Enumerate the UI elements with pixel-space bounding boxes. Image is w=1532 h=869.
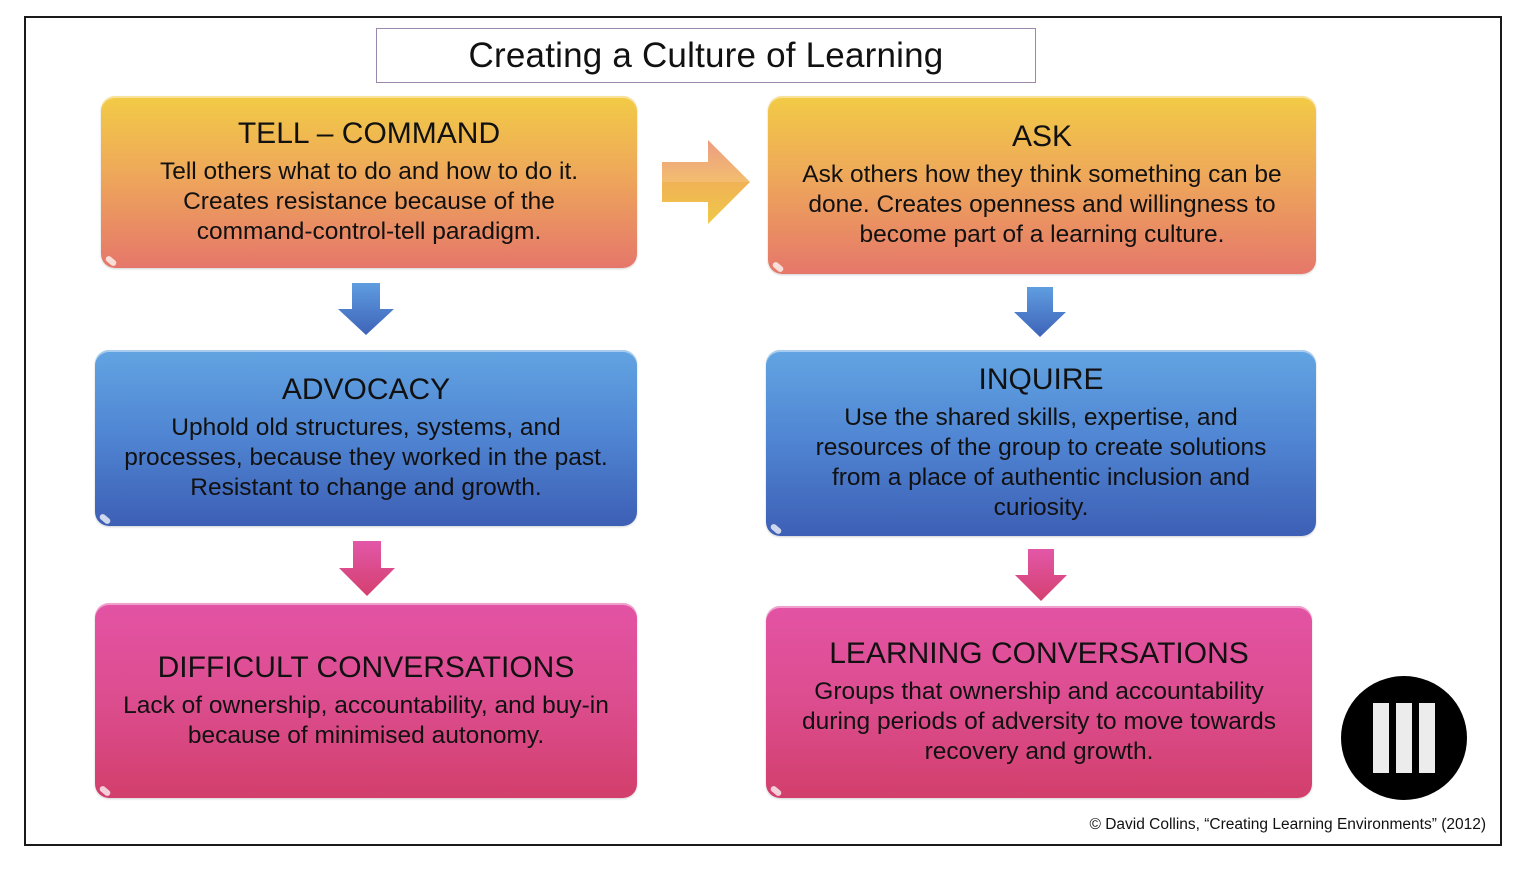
card-advocacy: ADVOCACY Uphold old structures, systems,… [95,350,637,526]
arrow-down-icon [1014,287,1066,337]
card-body: Ask others how they think something can … [802,161,1282,248]
card-learning-conversations: LEARNING CONVERSATIONS Groups that owner… [766,606,1312,798]
copyright-notice: © David Collins, “Creating Learning Envi… [1089,816,1486,833]
card-body: Lack of ownership, accountability, and b… [123,691,609,749]
card-tell-command: TELL – COMMAND Tell others what to do an… [101,96,637,268]
arrow-right-icon [662,140,750,224]
three-bars-logo [1341,676,1467,800]
card-heading: DIFFICULT CONVERSATIONS [157,650,575,684]
arrow-down-icon [338,283,394,335]
card-body: Tell others what to do and how to do it.… [159,158,579,245]
card-heading: TELL – COMMAND [237,117,501,150]
logo-bar [1373,703,1389,773]
card-body: Uphold old structures, systems, and proc… [124,414,608,501]
card-heading: INQUIRE [978,363,1104,396]
card-heading: ASK [1011,120,1073,153]
arrow-down-icon [339,541,395,596]
arrow-down-icon [1015,549,1067,601]
logo-bar [1396,703,1412,773]
card-inquire: INQUIRE Use the shared skills, expertise… [766,350,1316,536]
page-title: Creating a Culture of Learning [376,28,1036,83]
card-body: Use the shared skills, expertise, and re… [815,404,1267,521]
logo-bar [1419,703,1435,773]
card-difficult-conversations: DIFFICULT CONVERSATIONS Lack of ownershi… [95,603,637,798]
card-heading: LEARNING CONVERSATIONS [829,637,1249,670]
card-body: Groups that ownership and accountability… [802,678,1276,765]
card-ask: ASK Ask others how they think something … [768,96,1316,274]
card-heading: ADVOCACY [281,373,451,406]
